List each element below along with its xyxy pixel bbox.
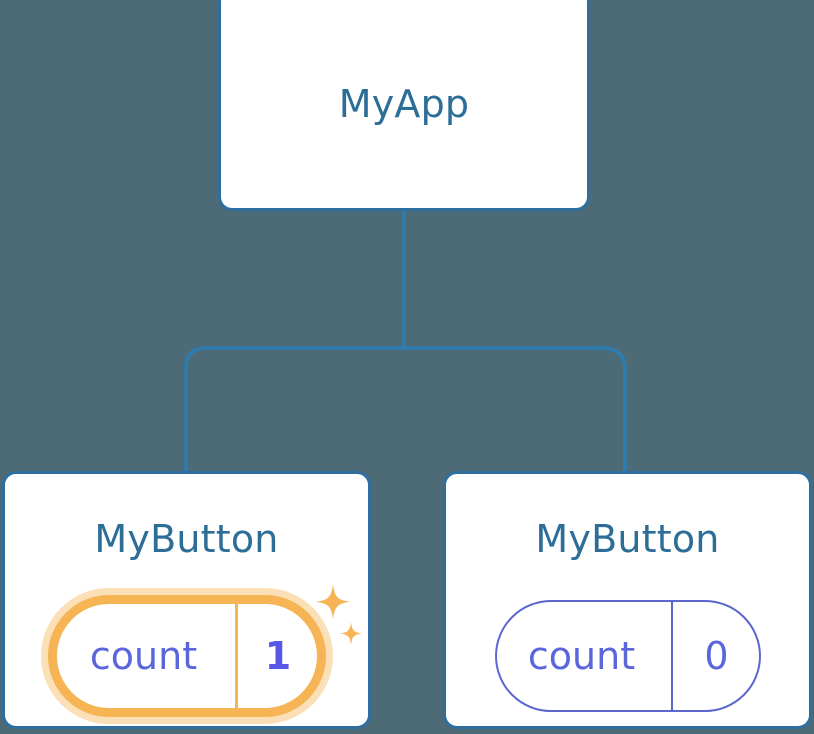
state-pill-0[interactable]: count 1 <box>47 595 326 717</box>
connector-branch-bar <box>184 346 627 471</box>
node-card-myapp[interactable]: MyApp <box>218 0 590 211</box>
state-pill-1[interactable]: count 0 <box>494 600 761 712</box>
state-pill-wrapper-0: count 1 <box>40 584 362 724</box>
sparkle-small-icon <box>339 622 362 645</box>
node-card-mybutton-1[interactable]: MyButton count 0 <box>443 471 812 729</box>
state-value-0: 1 <box>234 604 317 708</box>
node-card-mybutton-0[interactable]: MyButton count 1 <box>2 471 371 729</box>
node-title-root: MyApp <box>338 81 470 126</box>
state-key-1: count <box>527 634 636 678</box>
node-title-child-1: MyButton <box>535 517 720 561</box>
node-title-child-0: MyButton <box>94 517 279 561</box>
state-pill-wrapper-1: count 0 <box>482 588 774 724</box>
sparkle-large-icon <box>314 584 351 620</box>
state-value-1: 0 <box>670 602 759 710</box>
state-key-0: count <box>89 634 198 678</box>
